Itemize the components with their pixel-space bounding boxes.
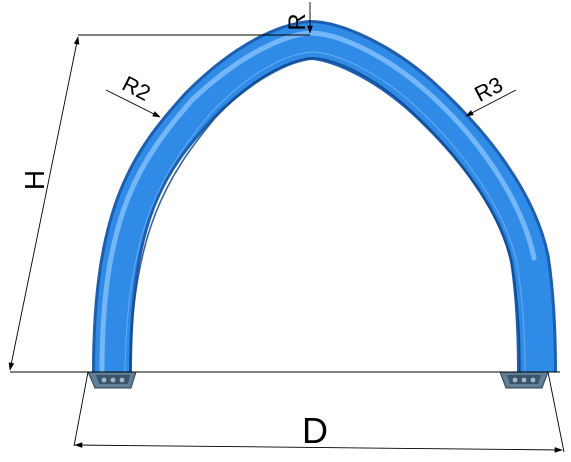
radius-left-label: R2 bbox=[118, 71, 154, 106]
height-dimension-line bbox=[8, 36, 80, 371]
height-label: H bbox=[19, 170, 50, 190]
tube-end-right bbox=[499, 371, 549, 389]
radius-right-leader bbox=[465, 89, 517, 117]
radius-right-label: R3 bbox=[470, 72, 506, 107]
tube-inner-seam-2 bbox=[124, 51, 526, 373]
tube-highlight bbox=[99, 30, 537, 373]
radius-left-leader bbox=[105, 89, 161, 118]
dimension-lines bbox=[8, 2, 565, 453]
width-extension-right bbox=[547, 371, 565, 453]
tube-body bbox=[95, 22, 554, 373]
tube-inner-seam bbox=[129, 57, 521, 373]
width-extension-left bbox=[73, 371, 89, 447]
width-label: D bbox=[302, 410, 328, 451]
tube-end-left bbox=[87, 371, 137, 389]
radius-top-label: R bbox=[284, 13, 311, 30]
width-dimension-line bbox=[74, 442, 563, 453]
